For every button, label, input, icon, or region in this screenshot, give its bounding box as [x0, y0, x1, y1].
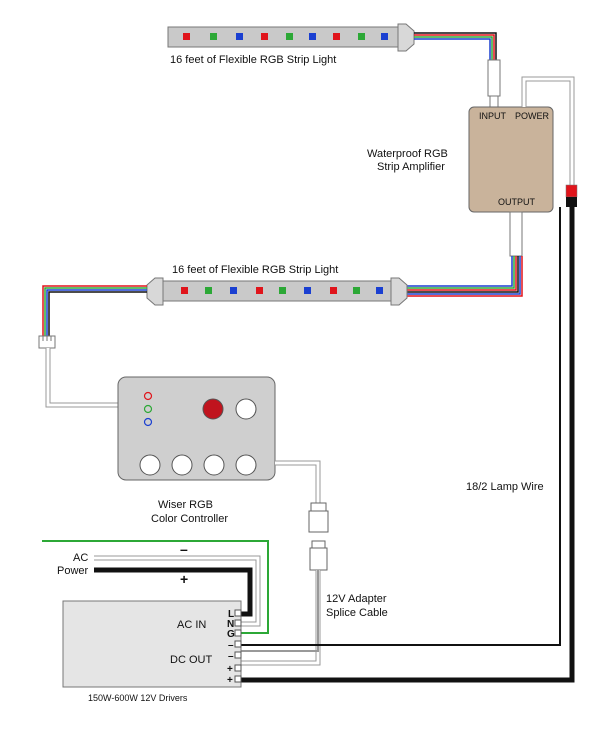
strip-top-label: 16 feet of Flexible RGB Strip Light [170, 54, 336, 66]
amplifier-title-line2: Strip Amplifier [377, 161, 445, 173]
controller-button-2 [171, 454, 193, 476]
wire-bundle-top [414, 32, 497, 60]
terminal-l: L [228, 609, 234, 620]
lamp-wire [240, 207, 575, 683]
led-indicator-red [143, 391, 153, 401]
driver-dc-out-label: DC OUT [170, 654, 212, 666]
output-connector [509, 211, 523, 257]
led-row-top [183, 33, 388, 40]
terminal-plus-2: + [227, 675, 233, 686]
input-connector [487, 59, 501, 97]
strip-mid-label: 16 feet of Flexible RGB Strip Light [172, 264, 338, 276]
wire-bundle-mid [405, 256, 523, 297]
rgb-controller [117, 376, 276, 481]
wire-bundle-left [42, 285, 147, 336]
driver-ac-in-label: AC IN [177, 619, 206, 631]
ac-minus-sign: – [180, 541, 188, 557]
rgb-amplifier: INPUT POWER OUTPUT [468, 106, 554, 213]
barrel-connector-male [309, 540, 328, 571]
driver-title: 150W-600W 12V Drivers [88, 693, 188, 703]
led-row-middle [181, 287, 383, 294]
terminal-g: G [227, 629, 235, 640]
terminal-minus-2: – [228, 651, 234, 662]
ac-power-label-line1: AC [73, 552, 88, 564]
controller-title-line2: Color Controller [151, 513, 228, 525]
barrel-connector-female [308, 502, 329, 533]
controller-button-1 [139, 454, 161, 476]
strip-light-top [167, 23, 415, 52]
led-indicator-blue [143, 417, 153, 427]
amplifier-power-label: POWER [515, 111, 550, 121]
led-indicator-green [143, 404, 153, 414]
controller-button-top [235, 398, 257, 420]
ac-ground-wire [42, 540, 269, 634]
ac-power-wires [42, 540, 269, 634]
strip-connector-mid-right [390, 277, 408, 306]
adapter-label-line1: 12V Adapter [326, 593, 387, 605]
controller-button-red [202, 398, 224, 420]
terminal-n: N [227, 619, 234, 630]
ac-power-label-line2: Power [57, 565, 89, 577]
controller-title-line1: Wiser RGB [158, 499, 213, 511]
adapter-label-line2: Splice Cable [326, 607, 388, 619]
strip-connector-mid-left [146, 277, 164, 306]
ac-line-wire [94, 567, 253, 617]
terminal-screws [234, 609, 242, 683]
amplifier-output-label: OUTPUT [498, 197, 536, 207]
strip-connector-top [397, 23, 415, 52]
amplifier-title-line1: Waterproof RGB [367, 148, 448, 160]
amplifier-input-label: INPUT [479, 111, 507, 121]
power-driver: AC IN DC OUT L N G – – + + [62, 600, 242, 688]
controller-button-3 [203, 454, 225, 476]
lamp-wire-label: 18/2 Lamp Wire [466, 481, 544, 493]
terminal-plus-1: + [227, 664, 233, 675]
ac-plus-sign: + [180, 571, 188, 587]
controller-button-4 [235, 454, 257, 476]
terminal-minus-1: – [228, 640, 234, 651]
strip-light-middle [146, 277, 408, 306]
